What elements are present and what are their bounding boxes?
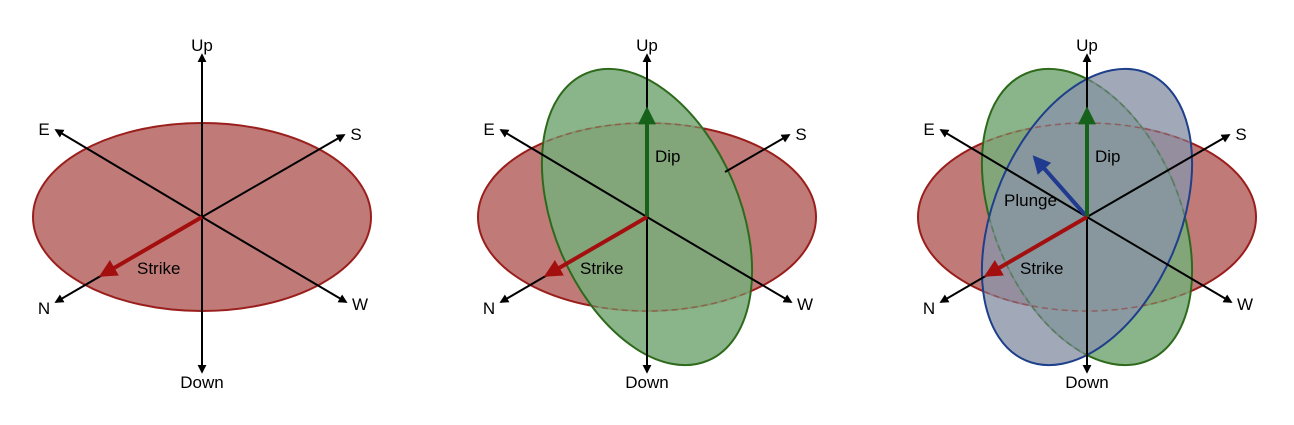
south-axis <box>201 134 346 218</box>
west-axis <box>201 216 348 303</box>
label-up: Up <box>1076 36 1098 55</box>
label-dip: Dip <box>1095 147 1121 166</box>
label-south: S <box>1235 125 1246 144</box>
strike-arrow <box>983 215 1089 277</box>
south-axis <box>1086 134 1231 218</box>
panel-plunge: Up Down E S N W Dip Plunge Strike <box>917 36 1257 392</box>
label-west: W <box>352 295 368 314</box>
label-west: W <box>1237 295 1253 314</box>
label-east: E <box>38 120 49 139</box>
plunge-arrow <box>1032 155 1089 219</box>
label-down: Down <box>180 373 223 392</box>
label-north: N <box>483 299 495 318</box>
panel-dip: Up Down E S N W Dip Strike <box>477 36 817 392</box>
east-axis <box>939 129 1088 218</box>
label-east: E <box>483 120 494 139</box>
strike-arrow <box>543 215 649 277</box>
label-up: Up <box>191 36 213 55</box>
panel-strike: Up Down E S N W Strike <box>32 36 372 392</box>
label-north: N <box>38 299 50 318</box>
label-down: Down <box>1065 373 1108 392</box>
label-up: Up <box>636 36 658 55</box>
west-axis <box>646 216 793 303</box>
label-north: N <box>923 299 935 318</box>
south-axis <box>724 134 791 173</box>
label-strike: Strike <box>580 259 623 278</box>
label-strike: Strike <box>137 259 180 278</box>
west-axis <box>1086 216 1233 303</box>
label-south: S <box>795 125 806 144</box>
label-down: Down <box>625 373 668 392</box>
label-plunge: Plunge <box>1004 191 1057 210</box>
east-axis <box>54 129 203 218</box>
label-strike: Strike <box>1020 259 1063 278</box>
east-axis <box>499 129 648 218</box>
label-west: W <box>797 295 813 314</box>
label-dip: Dip <box>655 147 681 166</box>
label-east: E <box>923 120 934 139</box>
label-south: S <box>350 125 361 144</box>
strike-arrow <box>98 215 204 277</box>
hidden-dip-edge <box>981 68 1193 366</box>
